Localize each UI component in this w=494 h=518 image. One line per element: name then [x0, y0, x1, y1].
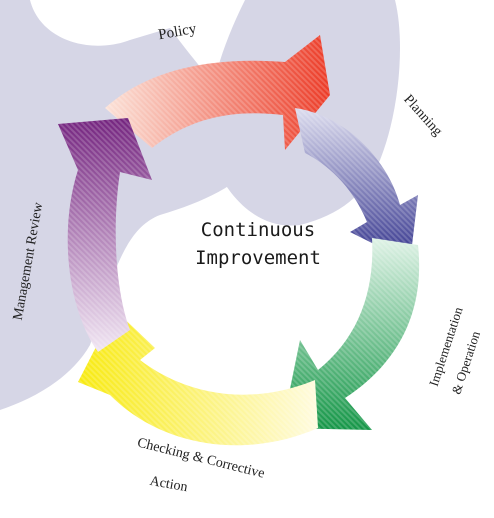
planning-label: Planning [400, 92, 444, 139]
center-title-line2: Improvement [195, 247, 321, 269]
checking-arrow [78, 310, 318, 446]
center-title-line1: Continuous [201, 219, 315, 241]
policy-arrow [105, 35, 330, 150]
checking-label-line2: Action [149, 474, 189, 495]
silhouette-shape-left [0, 258, 67, 385]
planning-arrow [295, 108, 418, 262]
policy-label: Policy [157, 21, 198, 44]
review-arrow [58, 118, 152, 352]
implementation-arrow [282, 238, 420, 430]
